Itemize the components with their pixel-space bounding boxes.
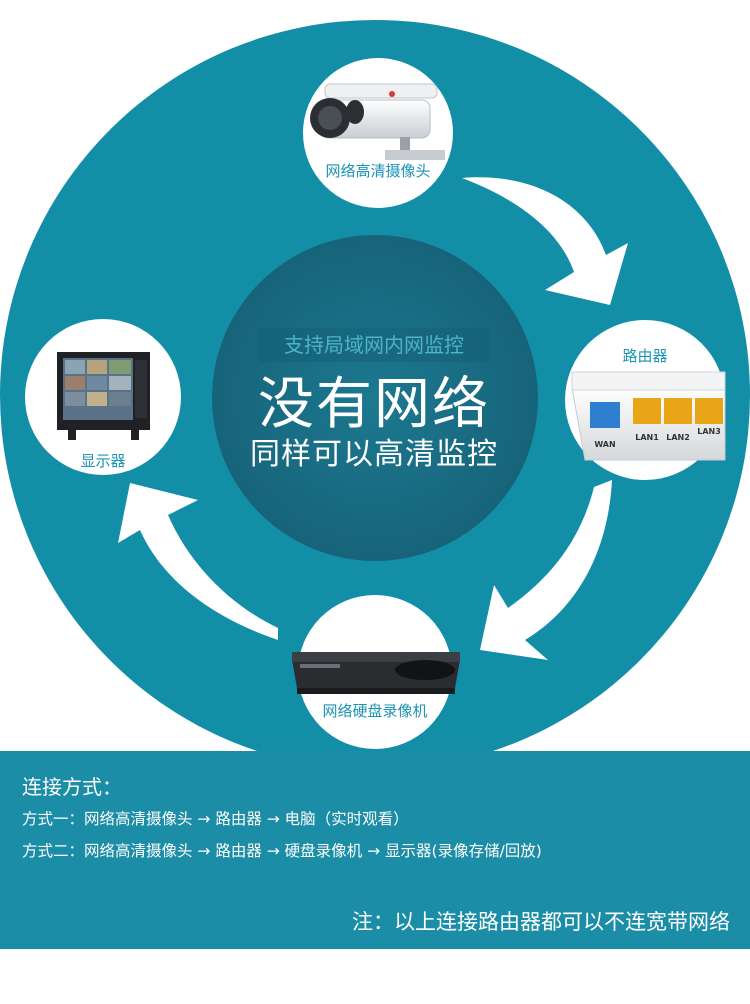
- camera-label: 网络高清摄像头: [325, 162, 431, 180]
- router-label: 路由器: [622, 347, 668, 365]
- connection-panel: 连接方式： 方式一：网络高清摄像头 → 路由器 → 电脑（实时观看） 方式二：网…: [0, 751, 750, 949]
- arrow-dvr-to-monitor: [118, 483, 278, 640]
- router-port-wan: WAN: [594, 440, 615, 449]
- center-circle: [212, 235, 538, 561]
- center-headline: 没有网络: [258, 372, 490, 437]
- dvr-icon: [292, 652, 460, 694]
- connection-note: 注：以上连接路由器都可以不连宽带网络: [352, 910, 730, 934]
- router-port-lan2: LAN2: [666, 433, 690, 442]
- arrow-router-to-dvr: [480, 480, 612, 660]
- connection-method-1: 方式一：网络高清摄像头 → 路由器 → 电脑（实时观看）: [22, 810, 409, 828]
- camera-icon: [310, 83, 445, 160]
- router-icon: WAN LAN1 LAN2 LAN3: [571, 371, 726, 461]
- dvr-label: 网络硬盘录像机: [322, 702, 428, 720]
- router-port-lan3: LAN3: [697, 427, 721, 436]
- center-subline: 同样可以高清监控: [250, 437, 498, 472]
- lan-support-tag: 支持局域网内网监控: [258, 328, 490, 362]
- monitor-label: 显示器: [80, 452, 126, 470]
- connection-method-2: 方式二：网络高清摄像头 → 路由器 → 硬盘录像机 → 显示器(录像存储/回放): [22, 842, 542, 860]
- arrow-camera-to-router: [462, 177, 628, 305]
- monitor-icon: [57, 352, 150, 440]
- connection-title: 连接方式：: [22, 775, 122, 799]
- router-port-lan1: LAN1: [635, 433, 659, 442]
- flow-arrows: [118, 177, 628, 660]
